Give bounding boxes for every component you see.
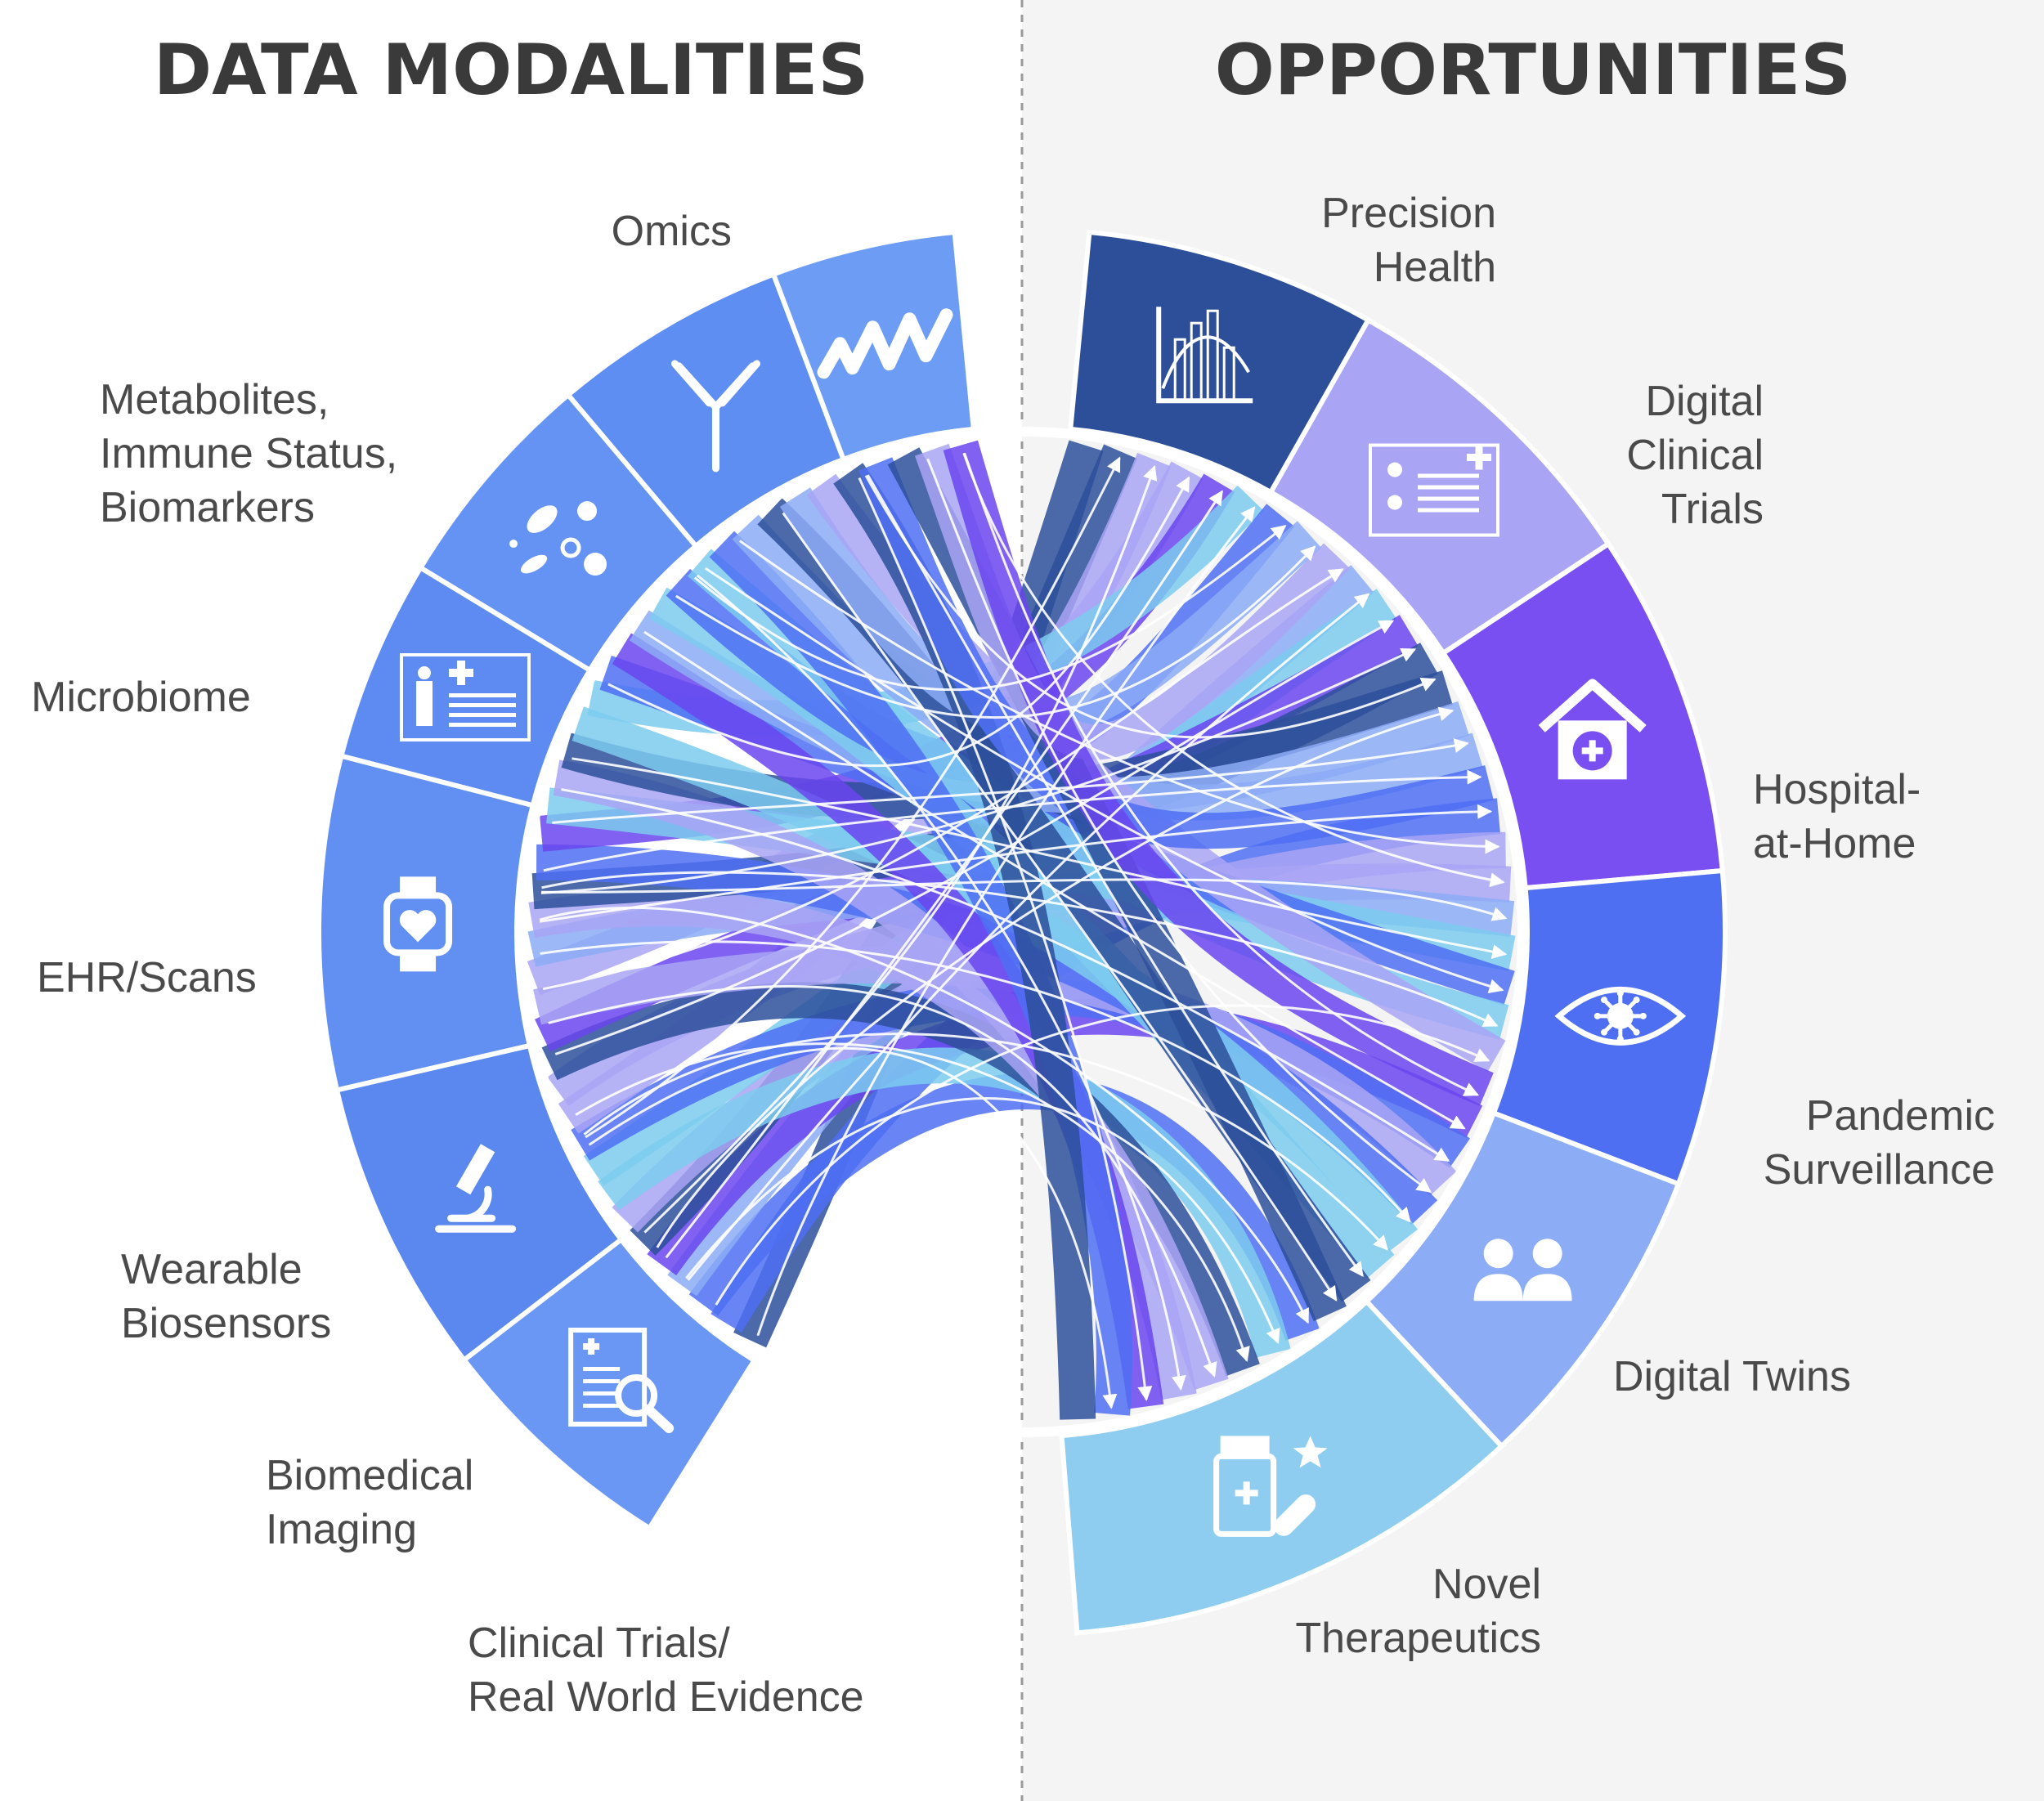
antibody-icon bbox=[670, 360, 760, 473]
omics-wave-icon bbox=[817, 308, 953, 379]
modality-trials-label: Clinical Trials/Real World Evidence bbox=[468, 1620, 864, 1721]
ring-segments bbox=[316, 229, 1728, 1636]
modality-metabolites-segment bbox=[564, 271, 847, 550]
flow-arrow bbox=[685, 1096, 1280, 1344]
medicine-bottle-icon bbox=[1213, 1436, 1328, 1537]
flow-arrow bbox=[756, 506, 1256, 1337]
opportunity-therapeutics-segment bbox=[1059, 1297, 1505, 1636]
bar-chart-icon bbox=[1156, 307, 1253, 404]
two-people-icon bbox=[1473, 1239, 1572, 1301]
flow-arrow bbox=[864, 475, 1437, 739]
modality-omics-label: Omics bbox=[612, 208, 732, 255]
flow-arrow bbox=[858, 477, 1153, 1401]
flow-arrows bbox=[539, 452, 1508, 1409]
flow-arrow bbox=[588, 1046, 1118, 1409]
flow-ribbon bbox=[572, 706, 1418, 1252]
microbes-icon bbox=[509, 501, 607, 576]
modality-imaging-segment bbox=[334, 1042, 625, 1364]
modality-metabolites-label: Metabolites,Immune Status,Biomarkers bbox=[100, 376, 397, 531]
flow-ribbon bbox=[541, 982, 1260, 1377]
flow-arrow bbox=[543, 769, 1482, 872]
flow-arrow bbox=[575, 1042, 1250, 1362]
flow-arrow bbox=[693, 525, 1287, 692]
opportunities-heading: OPPORTUNITIES bbox=[1215, 29, 1851, 111]
flow-arrow bbox=[541, 871, 1499, 1027]
flow-arrow bbox=[607, 476, 1190, 768]
inner-ring bbox=[517, 427, 1527, 1437]
smartwatch-heart-icon bbox=[383, 876, 453, 972]
flow-arrow bbox=[675, 545, 1316, 719]
modality-trials-segment bbox=[460, 1236, 758, 1532]
flow-arrow bbox=[552, 738, 1469, 824]
opportunity-hospital-label: Hospital-at-Home bbox=[1753, 766, 1921, 867]
flow-arrow bbox=[561, 788, 1450, 1163]
flow-arrow bbox=[866, 474, 1364, 1277]
opportunity-twins-label: Digital Twins bbox=[1613, 1353, 1851, 1400]
flow-arrow bbox=[542, 568, 1344, 991]
flow-arrow bbox=[554, 620, 1395, 1055]
flow-arrow bbox=[583, 1033, 1388, 1251]
flow-arrow bbox=[696, 574, 1186, 1391]
modality-microbiome-label: Microbiome bbox=[31, 674, 251, 721]
trial-card-icon bbox=[1368, 443, 1499, 537]
flow-arrow bbox=[738, 540, 1500, 854]
flow-arrow bbox=[963, 452, 1480, 1096]
flow-arrow bbox=[540, 940, 1411, 1223]
flow-arrow bbox=[541, 878, 1508, 921]
flow-arrow bbox=[926, 458, 1432, 1194]
flow-arrow bbox=[782, 512, 1338, 1301]
flow-ribbons bbox=[527, 440, 1516, 1420]
flow-arrow bbox=[656, 706, 1455, 1248]
flow-arrow bbox=[572, 757, 1508, 959]
modality-ehr-label: EHR/Scans bbox=[37, 954, 257, 1001]
data-modalities-heading: DATA MODALITIES bbox=[154, 29, 869, 111]
eye-virus-icon bbox=[1554, 986, 1687, 1046]
flow-arrow bbox=[548, 985, 1217, 1378]
flow-ribbon bbox=[943, 440, 1494, 1106]
flow-arrow bbox=[539, 907, 1310, 1324]
modality-ehr-segment bbox=[338, 564, 594, 809]
flow-arrow bbox=[643, 464, 1158, 1234]
flow-arrow bbox=[962, 452, 1505, 888]
clipboard-search-icon bbox=[568, 1328, 675, 1434]
flow-arrow bbox=[687, 593, 1370, 1281]
flow-ribbon bbox=[553, 759, 1197, 1400]
modality-microbiome-segment bbox=[417, 391, 700, 674]
house-plus-icon bbox=[1538, 679, 1647, 780]
flow-arrow bbox=[704, 567, 1504, 994]
flow-arrow bbox=[585, 456, 1121, 1139]
microscope-icon bbox=[435, 1144, 517, 1233]
health-record-icon bbox=[399, 653, 531, 742]
